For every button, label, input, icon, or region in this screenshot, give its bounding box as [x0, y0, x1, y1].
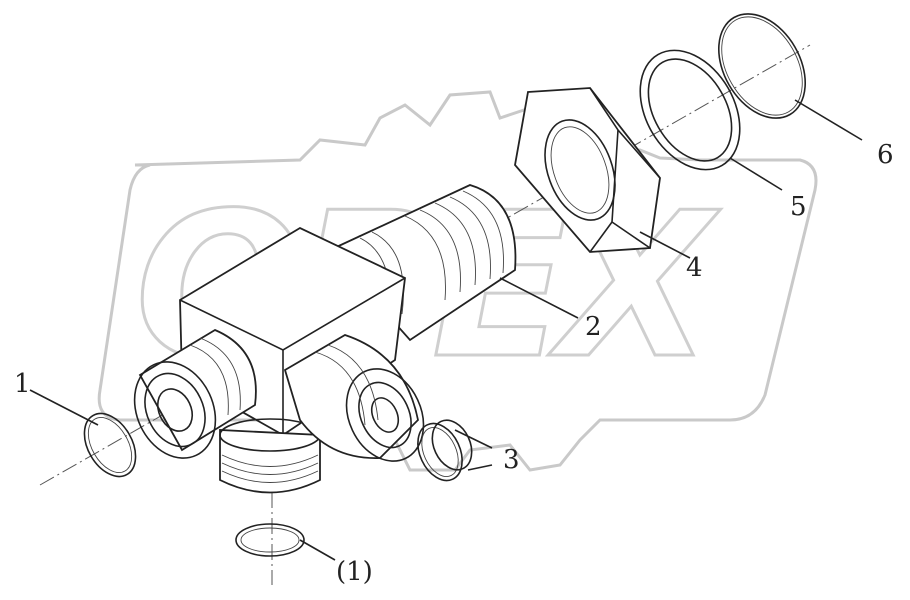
- ring-seal-6: [717, 13, 807, 119]
- callout-5: 5: [790, 192, 807, 222]
- ring-seal-1: [83, 412, 137, 478]
- callout-1: 1: [14, 369, 31, 399]
- bottom-port: [219, 418, 321, 494]
- ring-seal-5: [639, 49, 741, 171]
- left-port: [133, 328, 257, 459]
- ring-seal-bottom: [235, 523, 305, 557]
- hex-nut-4: [514, 87, 661, 253]
- leader-lines: [29, 99, 863, 561]
- callout-4: 4: [686, 253, 703, 283]
- right-port: [283, 334, 425, 462]
- callout-bottom: (1): [336, 557, 373, 587]
- callout-3: 3: [503, 445, 520, 475]
- callout-6: 6: [877, 140, 894, 170]
- ring-seals-3: [417, 419, 473, 482]
- callout-2: 2: [585, 312, 602, 342]
